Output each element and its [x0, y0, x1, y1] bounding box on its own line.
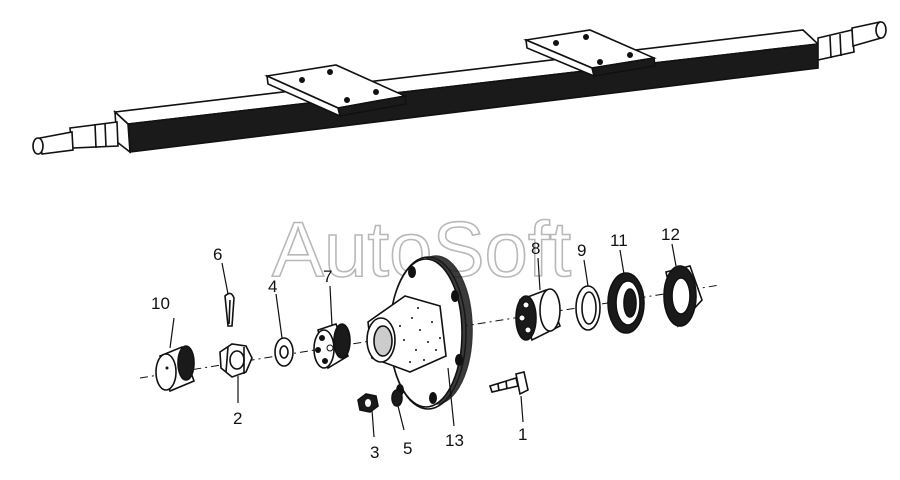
- part-7-outer-bearing: [313, 322, 351, 370]
- callout-6: 6: [213, 245, 222, 264]
- part-12-seal-housing: [663, 265, 703, 328]
- part-4-washer: [274, 337, 294, 367]
- part-8-inner-bearing: [515, 288, 562, 342]
- callout-3: 3: [370, 443, 379, 462]
- callout-9: 9: [577, 241, 586, 260]
- part-6-cotter-pin: [224, 292, 235, 327]
- part-9-spacer-ring: [575, 285, 601, 331]
- part-5-lock-washer: [391, 389, 403, 407]
- callout-4: 4: [268, 277, 277, 296]
- part-10-hub-cap: [155, 345, 196, 393]
- callout-2: 2: [233, 409, 242, 428]
- axle-left-spindle: [32, 121, 119, 155]
- spring-seat-plate-right: [523, 29, 657, 78]
- part-11-oil-seal: [607, 272, 645, 334]
- callout-12: 12: [661, 225, 680, 244]
- part-13-wheel-hub: [366, 255, 473, 410]
- part-2-castle-nut: [219, 343, 253, 378]
- axle-right-spindle: [817, 21, 887, 61]
- spring-seat-plate-left: [264, 64, 408, 118]
- callout-7: 7: [323, 267, 332, 286]
- axle-beam: [32, 21, 887, 155]
- callout-8: 8: [531, 239, 540, 258]
- callout-10: 10: [151, 294, 170, 313]
- callout-13: 13: [445, 431, 464, 450]
- callout-11: 11: [610, 231, 628, 250]
- leader-lines: [169, 243, 677, 438]
- callout-1: 1: [518, 425, 527, 444]
- part-3-wheel-nut: [357, 393, 379, 413]
- callout-5: 5: [403, 439, 412, 458]
- part-1-wheel-stud: [488, 371, 529, 396]
